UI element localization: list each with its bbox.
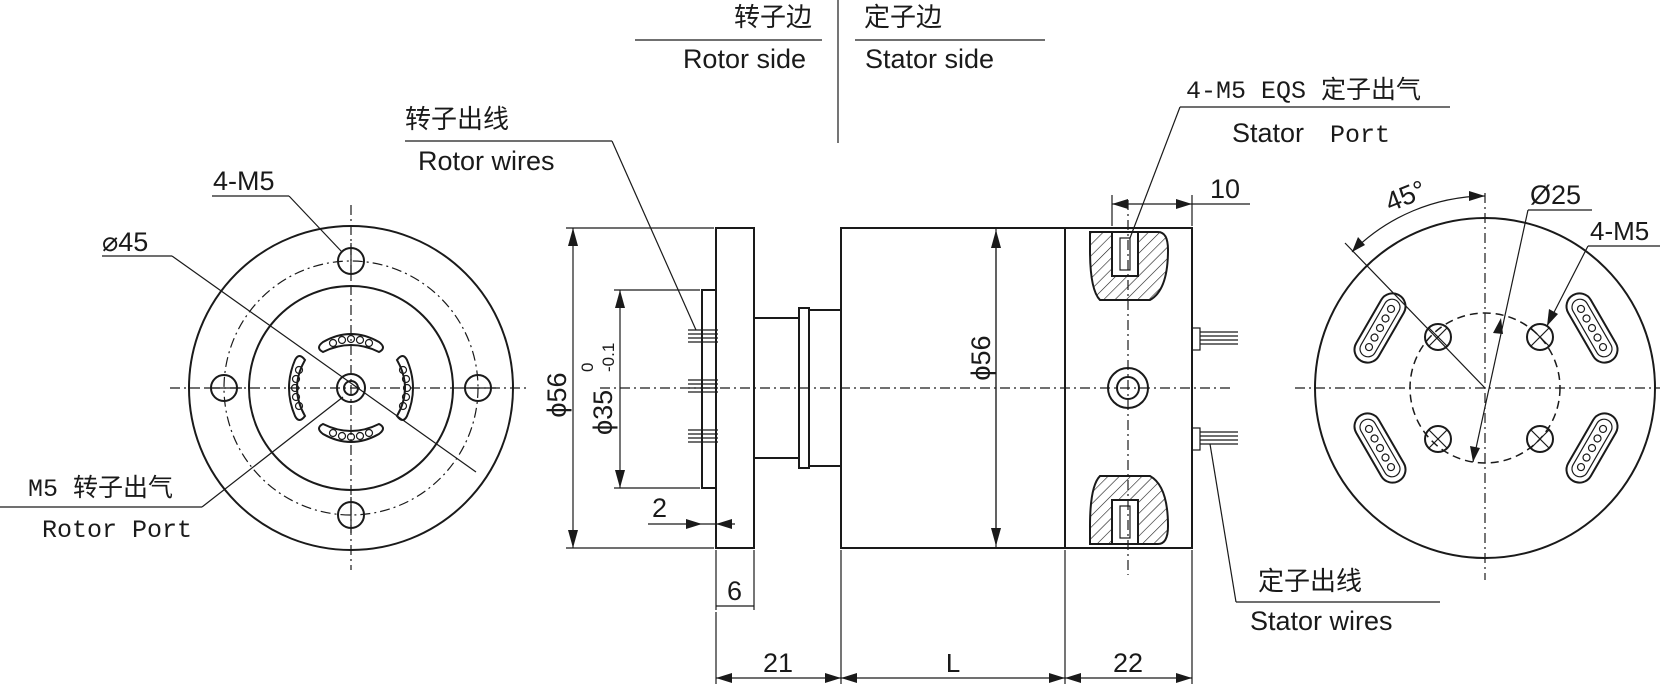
rotor-end-view: 4-M5 ⌀45 M5 转子出气 Rotor Port [0, 166, 530, 570]
dim-6: 6 [727, 576, 742, 606]
side-header: 转子边 Rotor side 定子边 Stator side [635, 0, 1045, 143]
rotor-bolt-label: 4-M5 [213, 166, 275, 196]
rotor-wire-slots [288, 333, 414, 443]
rotor-wires-en: Rotor wires [418, 146, 555, 176]
stator-wire-bundles [1191, 327, 1238, 451]
dim-22: 22 [1113, 648, 1143, 678]
stator-bolt-label: 4-M5 [1590, 216, 1649, 246]
dim-flange-diameter: ϕ56 [542, 372, 572, 417]
dim-shaft-diameter: ϕ35 [588, 390, 618, 435]
dim-2: 2 [652, 493, 667, 523]
stator-port-sections [1089, 200, 1170, 575]
bolt-holes [206, 243, 496, 533]
dim-21: 21 [763, 648, 793, 678]
dia-25-label: Ø25 [1530, 180, 1581, 210]
slip-ring-side-view: ϕ56 ϕ35 0 -0.1 ϕ56 10 2 6 [405, 76, 1450, 684]
stator-side-en: Stator side [865, 44, 994, 74]
stator-wires-cn: 定子出线 [1258, 567, 1362, 597]
dim-L: L [945, 651, 961, 681]
stator-end-view: 45° Ø25 4-M5 [1295, 174, 1660, 580]
angle-45-label: 45° [1381, 174, 1430, 217]
stator-port-en-b: Port [1330, 121, 1390, 150]
rotor-side-cn: 转子边 [734, 3, 812, 33]
stator-port-cn: 4-M5 EQS 定子出气 [1186, 76, 1421, 106]
rotor-side-en: Rotor side [683, 44, 806, 74]
rotor-port-en: Rotor Port [42, 516, 192, 545]
stator-wire-slots [1353, 292, 1619, 484]
rotor-pcd-label: ⌀45 [102, 227, 148, 257]
stator-side-cn: 定子边 [864, 3, 942, 33]
rotor-wires-cn: 转子出线 [405, 105, 509, 135]
dim-shaft-tol-lower: -0.1 [599, 343, 618, 372]
stator-port-holes [1424, 323, 1554, 453]
dim-10: 10 [1210, 174, 1240, 204]
dim-shaft-tol-upper: 0 [578, 363, 597, 372]
rotor-port-cn: M5 转子出气 [28, 474, 173, 504]
dim-body-diameter: ϕ56 [966, 335, 996, 380]
stator-wires-en: Stator wires [1250, 606, 1393, 636]
stator-port-en-a: Stator [1232, 118, 1304, 148]
